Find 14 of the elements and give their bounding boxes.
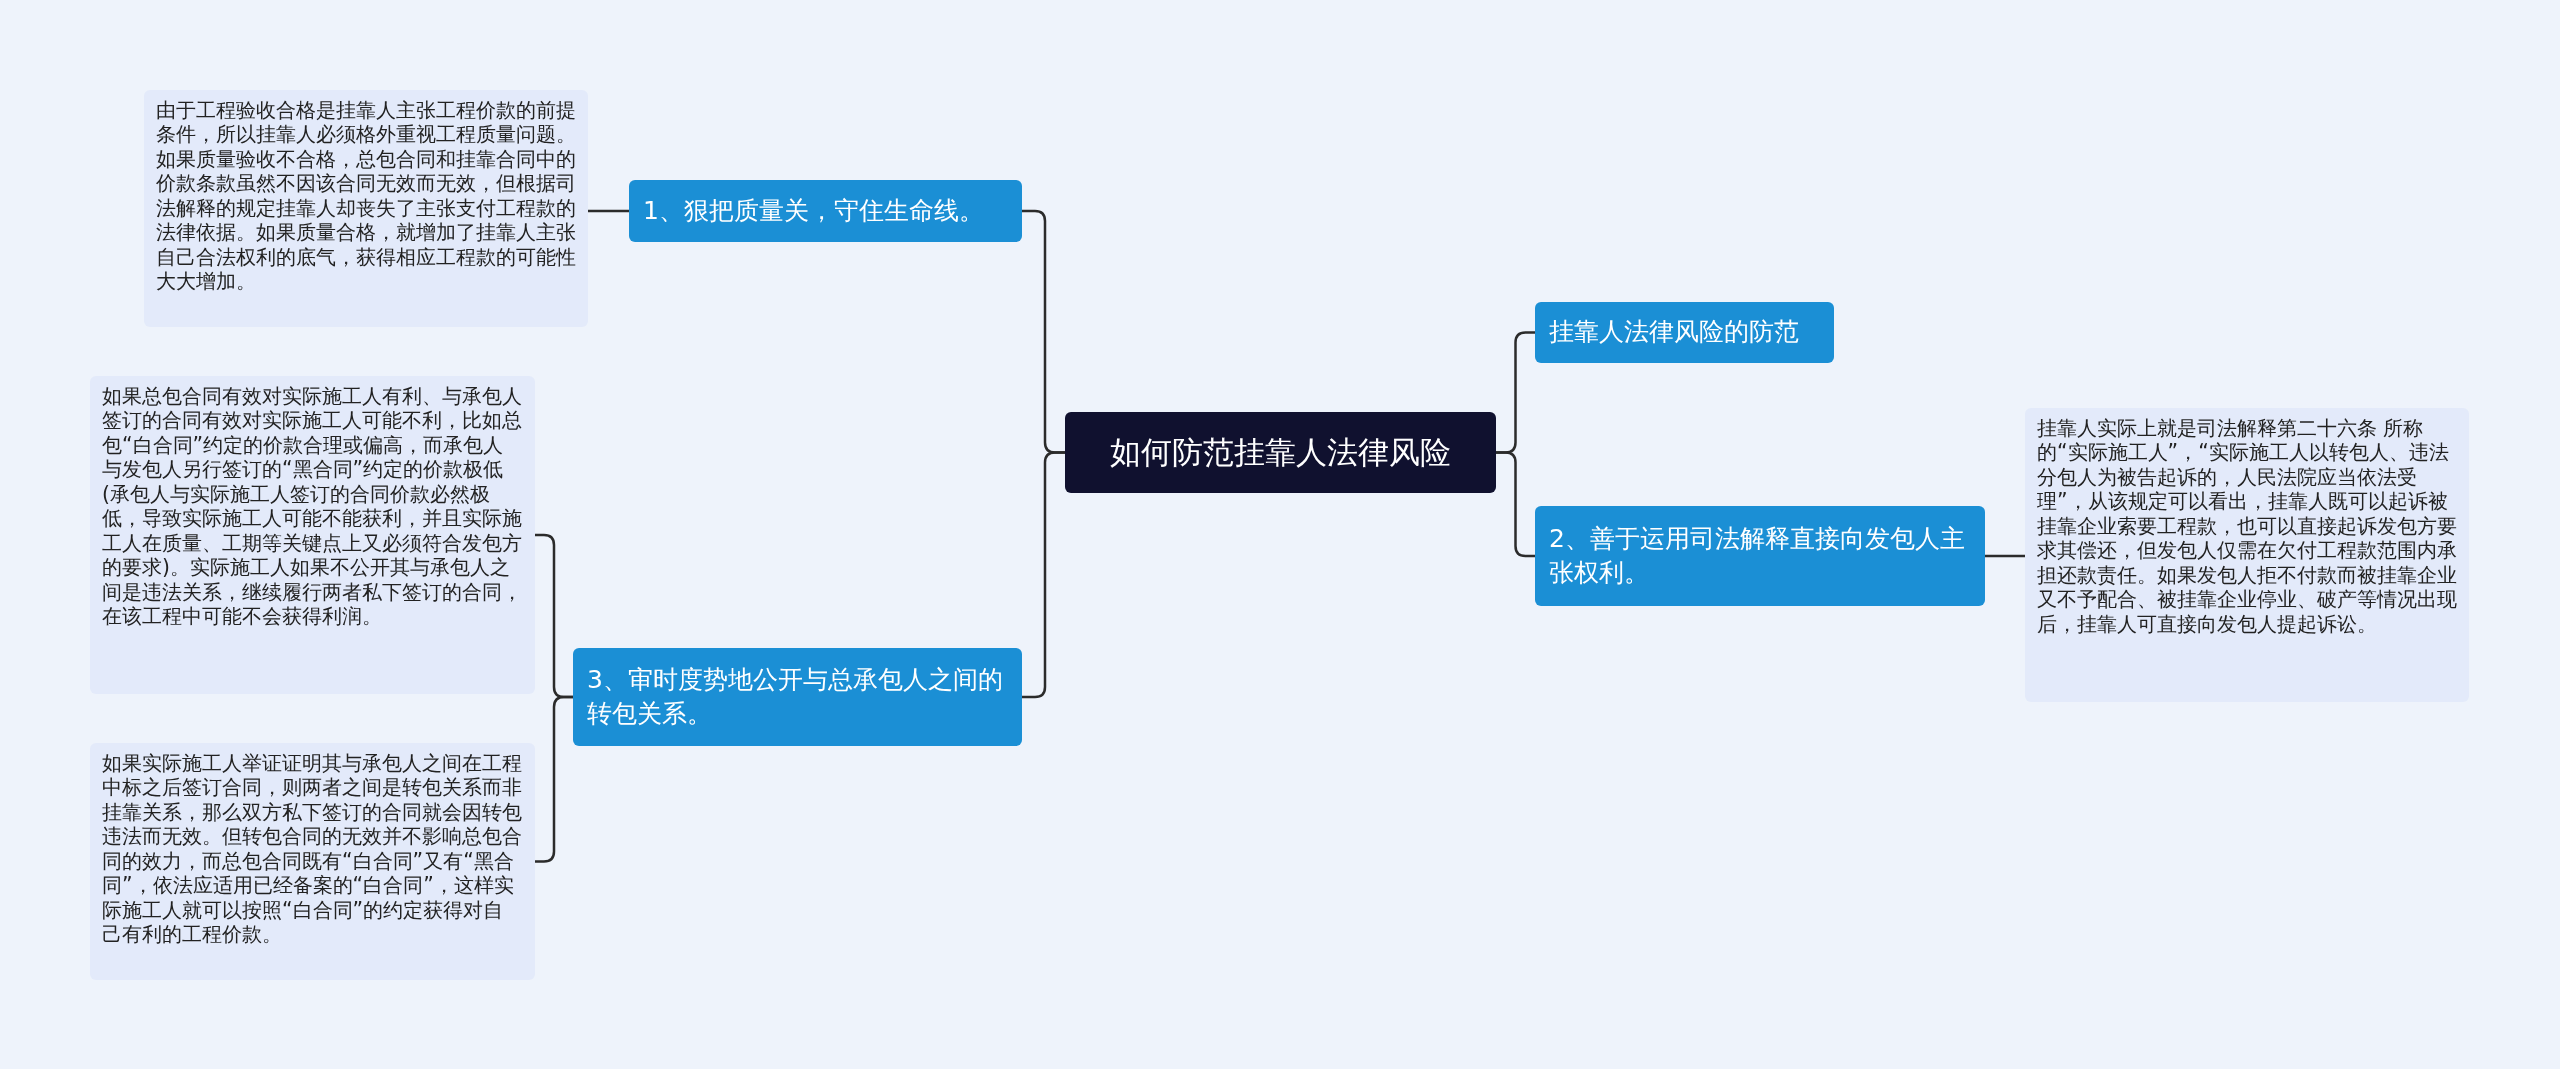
note-card: 如果总包合同有效对实际施工人有利、与承包人签订的合同有效对实际施工人可能不利，比如总包“白合同”约定的价款合理或偏高，而承包人与发包人另行签订的“黑合同”约定的价款极低(承包人与实际施工人签订的合同价款必然极低，导致实际施工人可能不能获利，并且实际施工人在质量、工期等关键点上又必须符合发包方的要求)。实际施工人如果不公开其与承包人之间是违法关系，继续履行两者私下签订的合同，在该工程中可能不会获得利润。 [90, 376, 535, 694]
note-card: 如果实际施工人举证证明其与承包人之间在工程中标之后签订合同，则两者之间是转包关系而非挂靠关系，那么双方私下签订的合同就会因转包违法而无效。但转包合同的无效并不影响总包合同的效力，而总包合同既有“白合同”又有“黑合同”，依法应适用已经备案的“白合同”，这样实际施工人就可以按照“白合同”的约定获得对自己有利的工程价款。 [90, 743, 535, 980]
topic-box: 挂靠人法律风险的防范 [1535, 302, 1834, 363]
connector-line [1985, 554, 2025, 558]
connector-line [535, 695, 573, 863]
topic-box: 2、善于运用司法解释直接向发包人主张权利。 [1535, 506, 1985, 606]
note-card: 由于工程验收合格是挂靠人主张工程价款的前提条件，所以挂靠人必须格外重视工程质量问题。如果质量验收不合格，总包合同和挂靠合同中的价款条款虽然不因该合同无效而无效，但根据司法解释的规定挂靠人却丧失了主张支付工程款的法律依据。如果质量合格，就增加了挂靠人主张自己合法权利的底气，获得相应工程款的可能性大大增加。 [144, 90, 588, 327]
topic-box: 1、狠把质量关，守住生命线。 [629, 180, 1022, 242]
central-topic-box: 如何防范挂靠人法律风险 [1065, 412, 1496, 493]
note-card: 挂靠人实际上就是司法解释第二十六条 所称的“实际施工人”，“实际施工人以转包人、违法分包人为被告起诉的，人民法院应当依法受理”，从该规定可以看出，挂靠人既可以起诉被挂靠企业索要工程款，也可以直接起诉发包方要求其偿还，但发包人仅需在欠付工程款范围内承担还款责任。如果发包人拒不付款而被挂靠企业又不予配合、被挂靠企业停业、破产等情况出现后，挂靠人可直接向发包人提起诉讼。 [2025, 408, 2469, 702]
connector-line [1022, 451, 1065, 699]
connector-line [1496, 451, 1535, 558]
connector-line [588, 209, 629, 213]
topic-box: 3、审时度势地公开与总承包人之间的转包关系。 [573, 648, 1022, 746]
